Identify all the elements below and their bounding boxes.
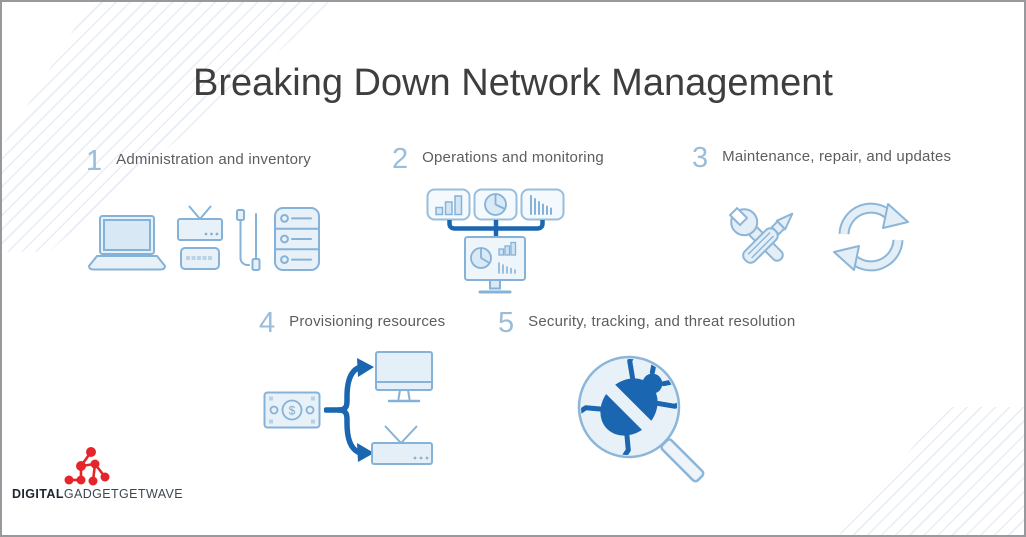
logo-wordmark: DIGITALGADGETGETWAVE xyxy=(12,487,183,501)
page-title: Breaking Down Network Management xyxy=(193,62,833,104)
step-1-number: 1 xyxy=(86,145,103,177)
step-2-cards xyxy=(426,188,565,221)
pie-chart-card-icon xyxy=(473,188,518,221)
step-1-label: Administration and inventory xyxy=(116,151,312,168)
step-3-label: Maintenance, repair, and updates xyxy=(722,148,952,165)
bug-magnifier-icon xyxy=(577,355,705,483)
split-arrows-icon xyxy=(324,358,374,462)
step-2-number: 2 xyxy=(392,143,409,175)
monitoring-dashboard-icon xyxy=(464,236,526,294)
diagonal-stripes-bottom-right xyxy=(839,407,1024,535)
logo-text-bold: DIGITAL xyxy=(12,487,64,501)
step-5-label: Security, tracking, and threat resolutio… xyxy=(528,313,796,330)
step-2-label: Operations and monitoring xyxy=(422,149,604,166)
step-4-label: Provisioning resources xyxy=(289,313,446,330)
dollar-sign: $ xyxy=(289,404,296,418)
server-rack-icon xyxy=(274,207,320,271)
step-2-header: 2 Operations and monitoring xyxy=(392,145,604,174)
logo-network-icon xyxy=(64,447,110,486)
step-1-icons xyxy=(86,204,321,272)
logo-text-light: GADGETGETWAVE xyxy=(63,487,183,501)
step-4-number: 4 xyxy=(259,307,276,339)
refresh-arrows-icon xyxy=(833,202,909,272)
money-bill-icon: $ xyxy=(263,391,321,429)
step-5-header: 5 Security, tracking, and threat resolut… xyxy=(498,309,795,338)
wrench-screwdriver-icon xyxy=(729,207,794,264)
set-top-box-keyboard-icon xyxy=(177,205,223,270)
monitor-icon xyxy=(375,351,433,403)
step-3-number: 3 xyxy=(692,142,709,174)
step-1-header: 1 Administration and inventory xyxy=(86,147,311,176)
step-3-header: 3 Maintenance, repair, and updates xyxy=(692,144,951,173)
step-5-number: 5 xyxy=(498,307,515,339)
set-top-box-icon xyxy=(371,425,433,465)
histogram-card-icon xyxy=(520,188,565,221)
step-4-header: 4 Provisioning resources xyxy=(259,309,445,338)
bar-chart-card-icon xyxy=(426,188,471,221)
cables-icon xyxy=(236,209,261,271)
laptop-icon xyxy=(87,215,167,271)
